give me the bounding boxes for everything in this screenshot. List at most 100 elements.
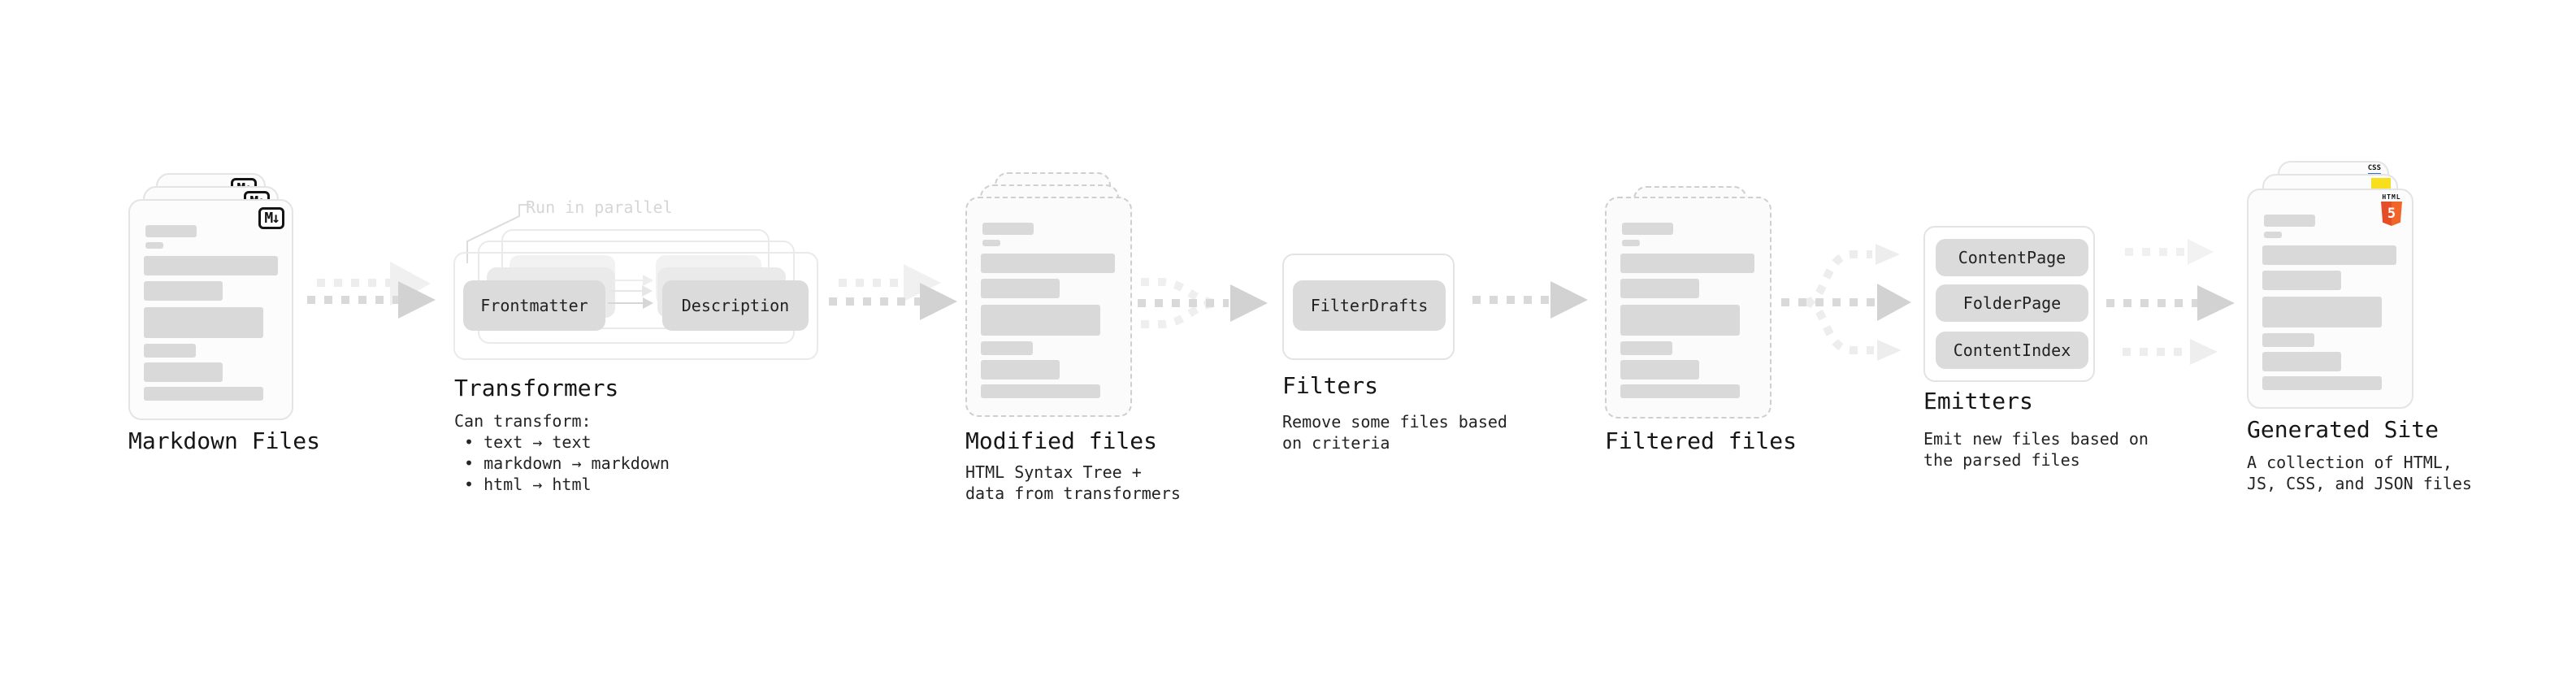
desc-bullet: • text → text	[464, 432, 592, 452]
section-title-markdown-files: Markdown Files	[128, 427, 321, 454]
transformer-box-front: Frontmatter Description	[453, 252, 818, 360]
text-line-bar	[1622, 240, 1640, 246]
modified-description: HTML Syntax Tree + data from transformer…	[965, 462, 1181, 504]
dashed-line	[829, 297, 920, 306]
js-icon	[2371, 178, 2391, 189]
dashed-line	[2123, 348, 2190, 356]
transformers-description: Can transform: • text → text • markdown …	[454, 410, 670, 495]
text-line-bar	[1620, 360, 1699, 380]
desc-bullet: • html → html	[464, 475, 592, 494]
desc-line: Remove some files based	[1282, 412, 1507, 432]
dashed-line	[2106, 299, 2197, 307]
desc-line: Emit new files based on	[1923, 429, 2149, 449]
file-card-front	[1605, 197, 1772, 419]
dashed-line	[839, 279, 904, 287]
arrow-line	[613, 280, 644, 281]
desc-line: the parsed files	[1923, 450, 2080, 470]
folder-page-pill: FolderPage	[1936, 284, 2088, 322]
callout-leader-line	[466, 204, 531, 263]
text-line-bar	[981, 254, 1115, 273]
description-pill: Description	[662, 280, 809, 331]
filters-description: Remove some files based on criteria	[1282, 411, 1507, 453]
text-line-bar	[2262, 352, 2341, 371]
desc-line: Can transform:	[454, 411, 592, 431]
arrowhead-icon	[1877, 284, 1911, 321]
text-line-bar	[144, 362, 223, 382]
desc-bullet: • markdown → markdown	[464, 453, 670, 473]
section-title-emitters: Emitters	[1923, 388, 2033, 414]
html5-icon: HTML 5	[2380, 193, 2403, 226]
text-line-bar	[2262, 333, 2314, 347]
arrowhead-icon	[1550, 281, 1588, 319]
generated-description: A collection of HTML, JS, CSS, and JSON …	[2247, 452, 2472, 494]
filters-box: FilterDrafts	[1282, 254, 1455, 360]
arrow-filtered-to-emitters	[1781, 244, 1911, 361]
content-page-pill: ContentPage	[1936, 239, 2088, 276]
arrowhead-icon	[2190, 339, 2218, 365]
text-line-bar	[144, 281, 223, 301]
arrowhead-icon	[2188, 239, 2214, 265]
dashed-line	[2125, 248, 2188, 256]
section-title-filters: Filters	[1282, 372, 1379, 399]
run-in-parallel-note: Run in parallel	[526, 197, 673, 217]
arrow-line	[608, 302, 644, 304]
text-line-bar	[2264, 232, 2282, 238]
text-line-bar	[1620, 305, 1740, 336]
arrowhead-icon	[1876, 244, 1900, 265]
arrowhead-icon	[1230, 284, 1268, 322]
text-line-bar	[1620, 341, 1672, 355]
desc-line: on criteria	[1282, 433, 1390, 453]
file-card-front: M↓	[128, 199, 293, 420]
desc-line: HTML Syntax Tree +	[965, 462, 1142, 482]
text-line-bar	[2262, 245, 2396, 265]
section-title-modified-files: Modified files	[965, 427, 1158, 454]
text-line-bar	[1620, 279, 1699, 298]
arrow-line	[609, 290, 643, 292]
desc-line: data from transformers	[965, 484, 1181, 503]
arrow-modified-to-filters	[1138, 278, 1268, 328]
html5-shield: 5	[2381, 202, 2402, 226]
text-line-bar	[1620, 254, 1754, 273]
text-line-bar	[144, 307, 263, 338]
text-line-bar	[981, 305, 1100, 336]
text-line-bar	[981, 360, 1060, 380]
arrowhead-icon	[398, 281, 436, 319]
arrowhead-icon	[920, 283, 957, 320]
text-line-bar	[981, 384, 1100, 398]
arrowhead-icon	[643, 297, 653, 309]
section-title-transformers: Transformers	[454, 375, 619, 401]
text-line-bar	[982, 223, 1034, 235]
text-line-bar	[144, 387, 263, 401]
html5-word: HTML	[2382, 193, 2401, 201]
emitters-box: ContentPage FolderPage ContentIndex	[1923, 226, 2095, 382]
text-line-bar	[145, 225, 197, 237]
text-line-bar	[2262, 376, 2382, 390]
text-line-bar	[1622, 223, 1673, 235]
arrowhead-icon	[2197, 285, 2235, 321]
text-line-bar	[2264, 215, 2315, 227]
dashed-line	[317, 279, 394, 287]
markdown-icon: M↓	[258, 207, 284, 229]
file-card-front: HTML 5	[2247, 189, 2413, 409]
frontmatter-pill: Frontmatter	[463, 280, 605, 331]
text-line-bar	[145, 242, 163, 249]
arrowhead-icon	[642, 285, 653, 297]
desc-line: A collection of HTML,	[2247, 453, 2452, 472]
text-line-bar	[1620, 384, 1740, 398]
text-line-bar	[2262, 297, 2382, 327]
section-title-filtered-files: Filtered files	[1605, 427, 1798, 454]
arrowhead-icon	[1877, 340, 1902, 361]
text-line-bar	[144, 256, 278, 275]
dashed-line	[1472, 296, 1550, 304]
text-line-bar	[144, 344, 196, 358]
text-line-bar	[2262, 271, 2341, 290]
filter-drafts-pill: FilterDrafts	[1293, 280, 1446, 331]
content-index-pill: ContentIndex	[1936, 332, 2088, 369]
text-line-bar	[981, 279, 1060, 298]
emitters-description: Emit new files based on the parsed files	[1923, 428, 2149, 471]
section-title-generated-site: Generated Site	[2247, 416, 2439, 443]
file-card-front	[965, 197, 1132, 417]
text-line-bar	[982, 240, 1000, 246]
text-line-bar	[981, 341, 1033, 355]
